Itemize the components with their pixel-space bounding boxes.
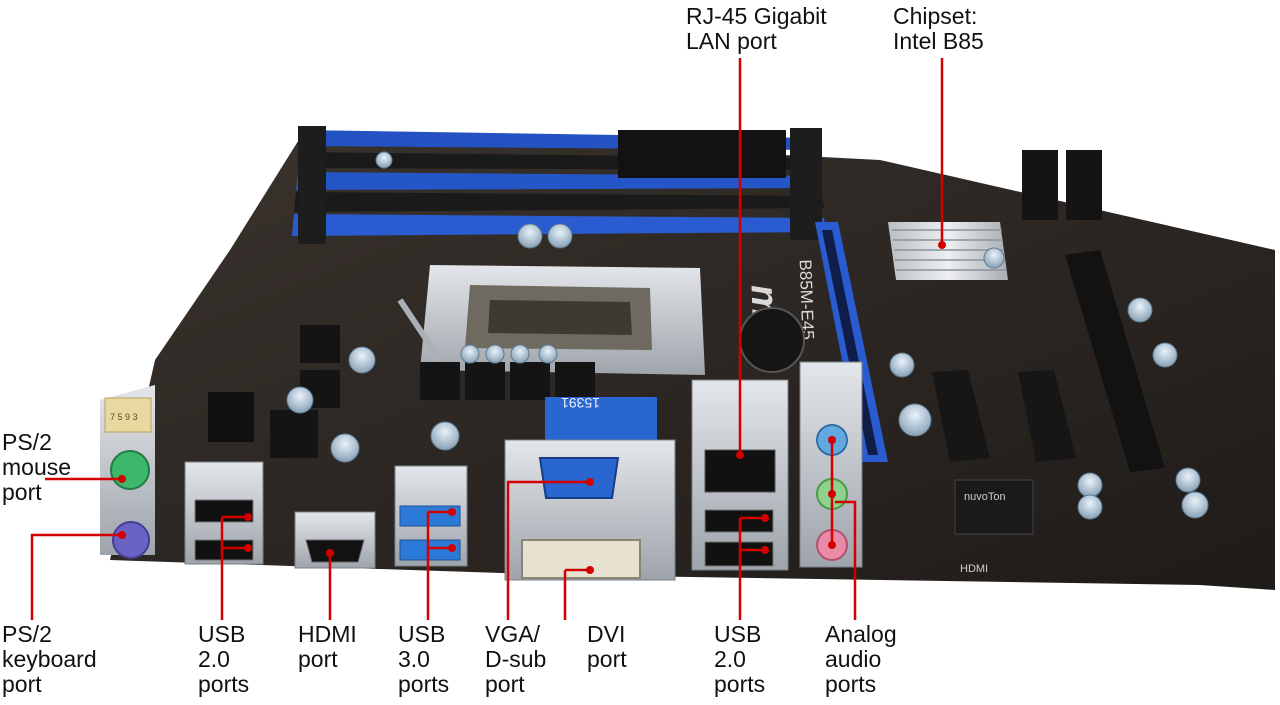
board-model: B85M-E45 xyxy=(796,259,818,340)
super-io-chip xyxy=(954,479,1034,535)
ps2-keyboard-connector xyxy=(112,521,150,559)
vrm-chokes xyxy=(270,325,595,458)
hdmi-silkscreen: HDMI xyxy=(960,563,988,575)
label-usb20-left: USB 2.0 ports xyxy=(198,621,250,697)
label-usb20-right: USB 2.0 ports xyxy=(714,621,766,697)
label-lan-port: RJ-45 Gigabit LAN port xyxy=(686,3,827,54)
label-ps2-mouse-port: PS/2 mouse port xyxy=(2,429,72,505)
label-dvi-port: DVI port xyxy=(587,621,627,672)
dvi-connector xyxy=(521,539,641,579)
vga-code-label: 15391 xyxy=(561,395,600,411)
pci-slot xyxy=(1065,250,1165,472)
capacitors xyxy=(286,151,1209,520)
label-ps2-keyboard-port: PS/2 keyboard port xyxy=(2,621,97,697)
leader-usb2-left xyxy=(220,515,248,620)
pcie-x1-slots xyxy=(932,370,1076,462)
label-usb30: USB 3.0 ports xyxy=(398,621,450,697)
usb2-left-port-bottom xyxy=(194,539,254,561)
vga-connector xyxy=(538,457,620,499)
atx-power-connector xyxy=(618,130,786,178)
bios-sticker-text: 7 5 9 3 xyxy=(110,412,138,422)
super-io-label: nuvoTon xyxy=(964,491,1006,503)
leader-usb2-right xyxy=(738,516,765,620)
leader-vga xyxy=(506,480,590,620)
leader-dots xyxy=(118,241,946,574)
hdmi-connector xyxy=(305,539,365,563)
label-chipset: Chipset: Intel B85 xyxy=(893,3,984,54)
label-audio-ports: Analog audio ports xyxy=(825,621,897,697)
leader-dvi xyxy=(563,568,590,620)
bios-sticker xyxy=(104,397,152,433)
leader-ps2-keyboard xyxy=(30,533,122,620)
usb3-port-bottom xyxy=(399,539,461,561)
cpu-power-connector xyxy=(208,392,254,442)
ps2-mouse-connector xyxy=(110,450,150,490)
cmos-battery xyxy=(739,307,805,373)
usb2-left-port-top xyxy=(194,499,254,523)
sata-ports xyxy=(1022,150,1102,220)
label-vga-port: VGA/ D-sub port xyxy=(485,621,547,697)
label-hdmi-port: HDMI port xyxy=(298,621,357,672)
